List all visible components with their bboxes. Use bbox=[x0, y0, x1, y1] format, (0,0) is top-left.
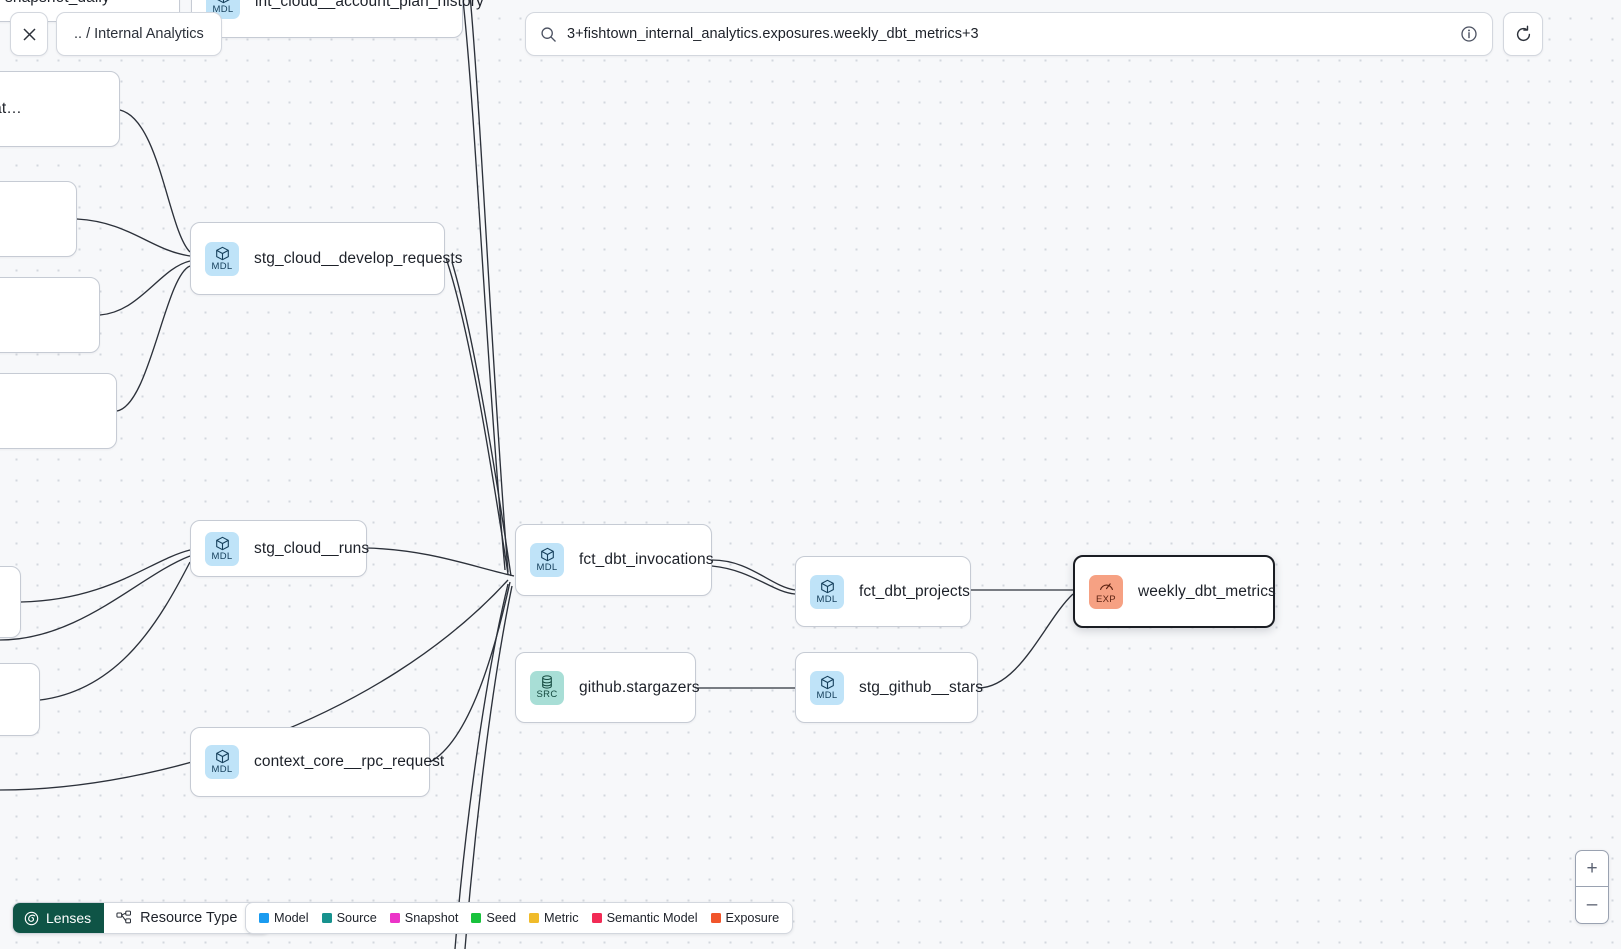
legend-swatch bbox=[710, 913, 721, 923]
lineage-node[interactable]: SRC github.stargazers bbox=[515, 652, 700, 723]
node-type-label: MDL bbox=[212, 4, 234, 15]
node-label: context_core__rpc_request bbox=[254, 753, 445, 770]
node-label: stg_github__stars bbox=[859, 678, 984, 696]
nodes-icon bbox=[116, 910, 132, 924]
node-label: multicell_migrat… bbox=[0, 100, 22, 117]
node-type-label: MDL bbox=[536, 562, 558, 573]
cube-icon bbox=[820, 579, 834, 593]
node-type-badge-mdl: MDL bbox=[810, 670, 844, 705]
node-type-badge-mdl: MDL bbox=[205, 531, 239, 566]
legend-label: Snapshot bbox=[404, 911, 459, 925]
node-type-badge-mdl: MDL bbox=[205, 241, 239, 276]
lineage-node[interactable]: EXP weekly_dbt_metrics bbox=[1073, 555, 1276, 628]
lenses-button[interactable]: Lenses bbox=[13, 903, 105, 933]
lineage-node[interactable]: MDL int_cloud__account_plan_history bbox=[191, 0, 484, 38]
legend-swatch bbox=[591, 913, 602, 923]
lineage-node[interactable]: MDL stg_cloud__develop_requests bbox=[190, 222, 463, 295]
resource-type-dropdown[interactable]: Resource Type bbox=[104, 903, 270, 933]
node-label: fct_dbt_invocations bbox=[579, 551, 714, 568]
cube-icon bbox=[215, 749, 229, 764]
legend-label: Seed bbox=[486, 911, 517, 925]
node-type-label: MDL bbox=[211, 260, 233, 272]
lineage-node[interactable]: MDL fct_dbt_projects bbox=[795, 556, 971, 627]
refresh-button[interactable] bbox=[1503, 12, 1543, 56]
node-type-label: SRC bbox=[536, 689, 558, 700]
lineage-node[interactable]: n bbox=[0, 566, 21, 638]
legend-item[interactable]: Source bbox=[321, 911, 377, 925]
lineage-node[interactable]: MDL stg_github__stars bbox=[795, 652, 983, 723]
legend-label: Metric bbox=[544, 911, 579, 925]
zoom-controls: + – bbox=[1575, 850, 1609, 924]
legend-item[interactable]: Semantic Model bbox=[591, 911, 698, 925]
legend-swatch bbox=[321, 913, 332, 923]
legend-item[interactable]: Snapshot bbox=[389, 911, 459, 925]
node-type-badge-mdl: MDL bbox=[530, 543, 564, 577]
cube-icon bbox=[820, 675, 834, 689]
cube-icon bbox=[215, 536, 229, 550]
close-lineage-button[interactable] bbox=[10, 12, 48, 56]
lineage-node[interactable]: _develop_request bbox=[0, 373, 117, 449]
node-type-badge-src: SRC bbox=[530, 670, 564, 705]
node-type-label: MDL bbox=[816, 593, 838, 605]
node-type-label: MDL bbox=[211, 764, 233, 775]
zoom-out-button[interactable]: – bbox=[1586, 894, 1598, 915]
zoom-in-button[interactable]: + bbox=[1576, 851, 1608, 887]
lineage-node[interactable]: .run bbox=[0, 663, 40, 736]
cube-icon bbox=[216, 0, 230, 4]
database-icon bbox=[542, 675, 552, 689]
gauge-icon bbox=[1099, 582, 1113, 590]
legend-item[interactable]: Model bbox=[259, 911, 309, 925]
cube-icon bbox=[215, 246, 229, 260]
node-type-label: MDL bbox=[211, 550, 233, 562]
legend-swatch bbox=[471, 913, 482, 923]
node-type-label: EXP bbox=[1096, 593, 1116, 605]
node-label: weekly_dbt_metrics bbox=[1138, 582, 1276, 600]
lenses-label: Lenses bbox=[46, 910, 92, 926]
lineage-node[interactable]: MDL stg_cloud__runs bbox=[190, 520, 370, 577]
node-type-badge-exp: EXP bbox=[1089, 574, 1123, 609]
node-label: stg_cloud__develop_requests bbox=[254, 249, 463, 267]
lineage-search-bar[interactable] bbox=[525, 12, 1493, 56]
lineage-node[interactable]: multicell_migrat… bbox=[0, 71, 120, 147]
node-type-badge-mdl: MDL bbox=[810, 574, 844, 609]
resource-type-label: Resource Type bbox=[140, 910, 238, 926]
lens-icon bbox=[24, 911, 39, 925]
node-type-badge-mdl: MDL bbox=[205, 745, 239, 779]
node-label: int_cloud__account_plan_history bbox=[255, 0, 484, 10]
node-type-label: MDL bbox=[816, 689, 838, 701]
lineage-node[interactable]: p_request bbox=[0, 181, 77, 257]
resource-type-legend: Model Source Snapshot Seed Metric Semantic Mo… bbox=[245, 902, 794, 934]
node-label: github.stargazers bbox=[579, 678, 700, 696]
legend-item[interactable]: Metric bbox=[529, 911, 579, 925]
legend-swatch bbox=[529, 913, 540, 923]
legend-label: Exposure bbox=[725, 911, 780, 925]
node-label: fct_dbt_projects bbox=[859, 582, 971, 600]
info-icon[interactable] bbox=[1460, 25, 1478, 43]
legend-label: Semantic Model bbox=[606, 911, 698, 925]
lineage-node[interactable]: velop_request bbox=[0, 277, 100, 353]
legend-label: Source bbox=[336, 911, 377, 925]
legend-label: Model bbox=[274, 911, 309, 925]
legend-swatch bbox=[259, 913, 269, 923]
search-input[interactable] bbox=[567, 26, 1450, 42]
node-label: snapshot_daily bbox=[5, 0, 110, 7]
breadcrumb[interactable]: .. / Internal Analytics bbox=[56, 12, 222, 56]
search-icon bbox=[541, 26, 556, 42]
refresh-icon bbox=[1516, 25, 1530, 41]
breadcrumb-label: .. / Internal Analytics bbox=[74, 26, 204, 42]
legend-swatch bbox=[389, 913, 400, 923]
node-label: stg_cloud__runs bbox=[254, 539, 370, 557]
close-icon bbox=[22, 27, 36, 41]
legend-item[interactable]: Seed bbox=[471, 911, 516, 925]
cube-icon bbox=[540, 547, 554, 562]
lineage-node[interactable]: MDL fct_dbt_invocations bbox=[515, 524, 714, 596]
lineage-node[interactable]: MDL context_core__rpc_request bbox=[190, 727, 444, 797]
lens-controls: Lenses Resource Type bbox=[12, 902, 271, 934]
legend-item[interactable]: Exposure bbox=[710, 911, 780, 925]
